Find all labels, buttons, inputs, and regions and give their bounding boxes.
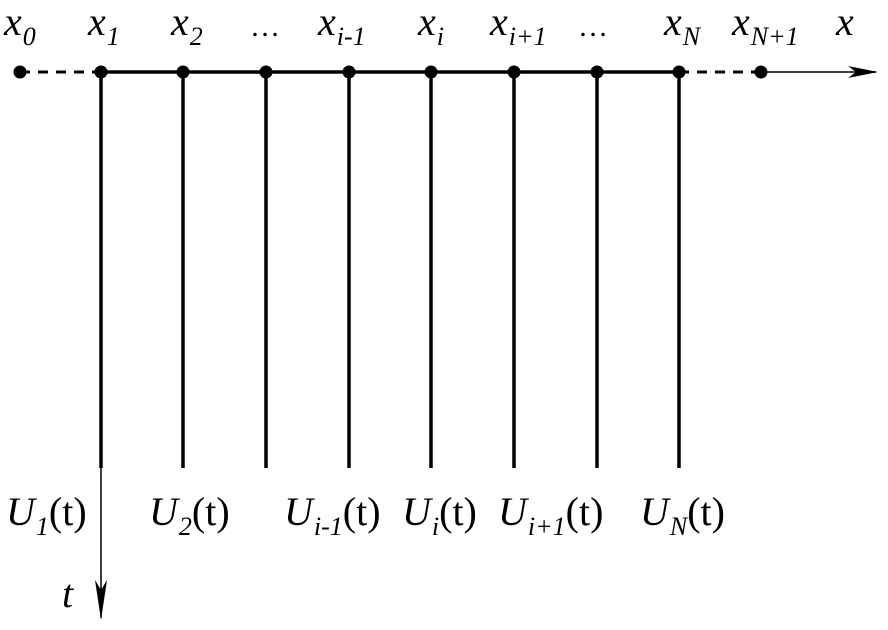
node-label-ellipsis-left: … (250, 10, 280, 43)
node-dot-2 (176, 65, 190, 79)
node-dot-1 (94, 65, 108, 79)
node-dot-8 (672, 65, 686, 79)
node-label-x2: x2 (171, 0, 203, 51)
node-label-x-i-minus-1: xi-1 (318, 0, 366, 51)
node-label-x-N-plus-1: xN+1 (732, 0, 799, 51)
node-label-x1: x1 (88, 0, 120, 51)
node-dot-3 (259, 65, 273, 79)
solution-label-u2: U2(t) (149, 489, 230, 541)
solution-label-u-i: Ui(t) (402, 489, 477, 541)
axis-label-x: x (836, 0, 854, 44)
node-dot-5 (424, 65, 438, 79)
node-dot-6 (507, 65, 521, 79)
solution-label-u-i-plus-1: Ui+1(t) (498, 489, 604, 541)
solution-label-u-N: UN(t) (640, 489, 725, 541)
node-label-x-i-plus-1: xi+1 (490, 0, 547, 51)
solution-label-u-i-minus-1: Ui-1(t) (284, 489, 381, 541)
axis-label-t: t (62, 571, 74, 616)
node-dot-4 (342, 65, 356, 79)
node-label-x-N: xN (664, 0, 701, 51)
node-label-x-i: xi (418, 0, 444, 51)
node-label-x0: x0 (4, 0, 36, 51)
node-label-ellipsis-right: … (578, 10, 608, 43)
node-dot-9 (754, 65, 768, 79)
node-dot-7 (590, 65, 604, 79)
solution-label-u1: U1(t) (6, 489, 87, 541)
node-dot-0 (13, 65, 27, 79)
